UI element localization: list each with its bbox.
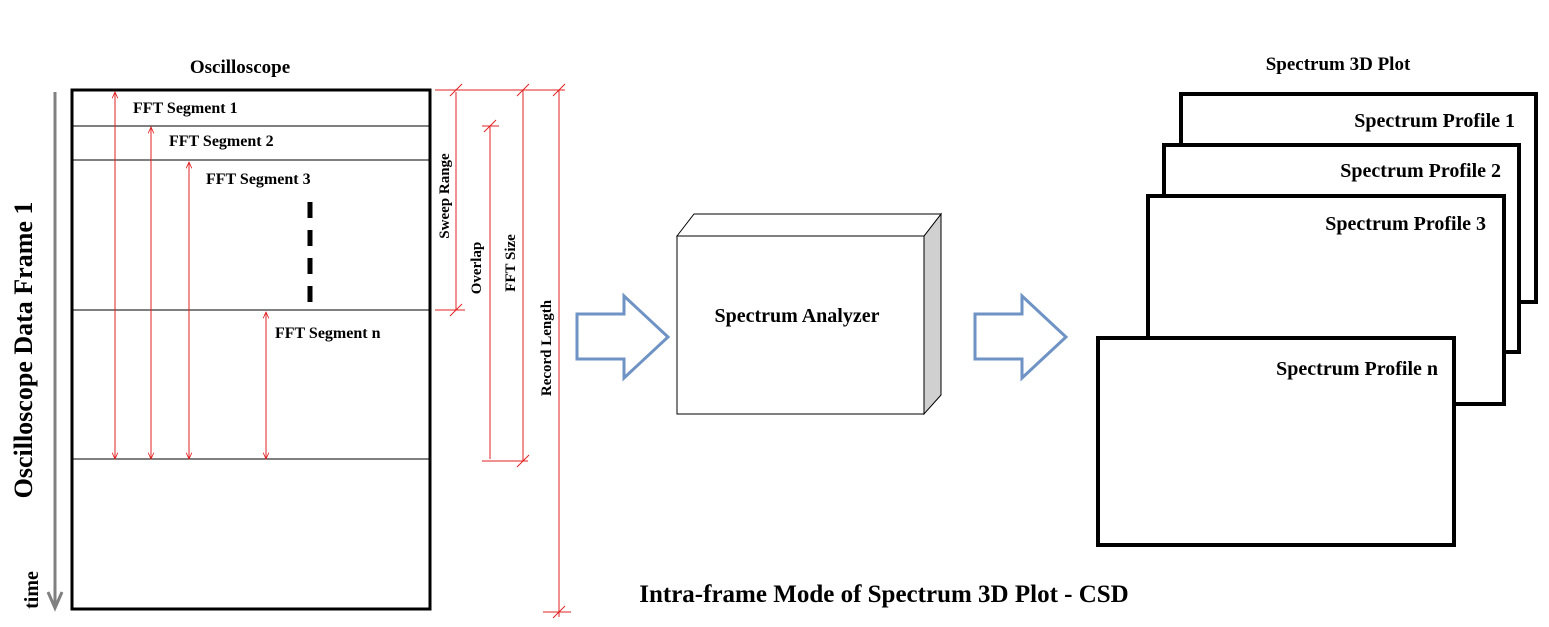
flow-arrow-icon bbox=[575, 292, 671, 382]
fft-segment-2-label: FFT Segment 2 bbox=[169, 133, 274, 150]
spectrum-analyzer-label: Spectrum Analyzer bbox=[715, 305, 880, 327]
box-top-face bbox=[675, 213, 943, 237]
record-length-label: Record Length bbox=[539, 299, 555, 396]
spectrum-analyzer-box: Spectrum Analyzer bbox=[675, 212, 943, 416]
sweep-range-label: Sweep Range bbox=[437, 153, 453, 239]
frame-label: Oscilloscope Data Frame 1 bbox=[9, 202, 38, 499]
spectrum-profile-1-label: Spectrum Profile 1 bbox=[1354, 110, 1515, 132]
flow-arrow-icon bbox=[973, 292, 1069, 382]
fft-segment-n-label: FFT Segment n bbox=[275, 325, 381, 342]
spectrum-profile-n-label: Spectrum Profile n bbox=[1276, 358, 1438, 380]
spectrum-3d-plot: Spectrum 3D Plot Spectrum Profile 1 Spec… bbox=[1096, 54, 1538, 547]
spectrum-profile-card bbox=[1096, 336, 1456, 547]
oscilloscope-title: Oscilloscope bbox=[190, 57, 290, 78]
fft-segment-1-label: FFT Segment 1 bbox=[133, 100, 238, 117]
fft-size-label: FFT Size bbox=[503, 234, 519, 292]
box-front-face bbox=[676, 235, 925, 415]
fft-segment-3-label: FFT Segment 3 bbox=[206, 171, 311, 188]
time-axis-arrowhead bbox=[46, 591, 64, 612]
time-label: time bbox=[21, 571, 43, 609]
spectrum-profile-3-label: Spectrum Profile 3 bbox=[1325, 213, 1486, 235]
oscilloscope-panel: Oscilloscope FFT Segment 1 FFT Segment 2… bbox=[9, 57, 432, 612]
box-side-face bbox=[923, 212, 942, 416]
diagram-caption: Intra-frame Mode of Spectrum 3D Plot - C… bbox=[639, 581, 1128, 608]
oscilloscope-frame bbox=[70, 88, 432, 611]
dimension-lines: Sweep Range Overlap FFT Size Record Leng… bbox=[435, 83, 571, 619]
spectrum-profile-2-label: Spectrum Profile 2 bbox=[1340, 160, 1501, 182]
spectrum-plot-title: Spectrum 3D Plot bbox=[1266, 54, 1411, 75]
overlap-label: Overlap bbox=[469, 242, 485, 295]
